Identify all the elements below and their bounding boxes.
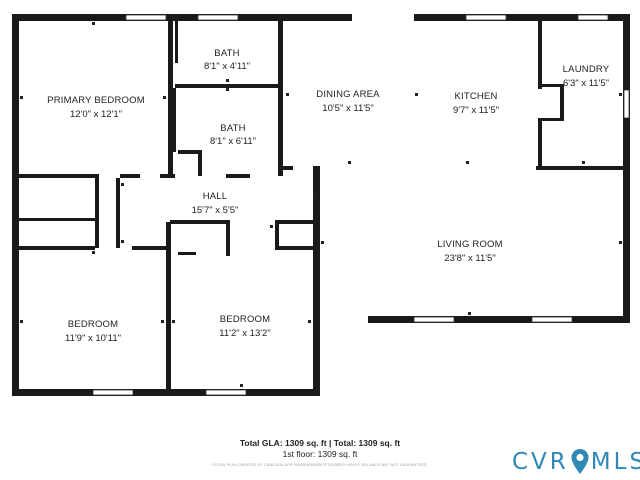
window [205,389,247,396]
window [92,389,134,396]
room-name: BEDROOM [68,319,119,330]
room-name: BATH [220,123,245,134]
room-dimensions: 12'0" x 12'1" [70,109,122,120]
map-pin-icon [571,449,589,474]
window [465,14,507,21]
room-name: PRIMARY BEDROOM [47,95,145,106]
floor-area-line: 1st floor: 1309 sq. ft [282,449,358,459]
window [413,316,455,323]
room-dimensions: 11'9" x 10'11" [65,333,121,344]
room-dimensions: 6'3" x 11'5" [563,78,609,89]
interior-walls [19,21,630,392]
logo-text-left: CVR [512,449,569,475]
window [577,14,609,21]
room-dimensions: 8'1" x 4'11" [204,61,250,72]
opening [352,14,414,21]
room-dimensions: 10'5" x 11'5" [322,103,373,114]
room-name: DINING AREA [316,89,380,100]
window [623,89,630,119]
total-area-line: Total GLA: 1309 sq. ft | Total: 1309 sq.… [239,438,401,448]
room-bath-1: BATH 8'1" x 4'11" [204,48,250,72]
windows [92,14,630,396]
cvrmls-logo: CVR MLS [512,448,640,476]
room-dimensions: 11'2" x 13'2" [219,328,270,339]
room-bedroom-1: BEDROOM 11'9" x 10'11" [65,319,121,344]
window [531,316,573,323]
opening [320,316,368,323]
window [197,14,239,21]
room-name: BATH [214,48,239,59]
room-name: HALL [203,191,228,202]
room-dimensions: 9'7" x 11'5" [453,105,499,116]
room-laundry: LAUNDRY 6'3" x 11'5" [563,64,610,89]
area-summary: Total GLA: 1309 sq. ft | Total: 1309 sq.… [0,438,640,459]
dimension-ticks [20,22,622,387]
room-dimensions: 23'8" x 11'5" [444,253,495,264]
room-living-room: LIVING ROOM 23'8" x 11'5" [437,239,503,264]
room-dimensions: 8'1" x 6'11" [210,136,256,147]
room-name: BEDROOM [220,314,271,325]
room-primary-bedroom: PRIMARY BEDROOM 12'0" x 12'1" [47,95,145,120]
room-name: LIVING ROOM [437,239,503,250]
room-bedroom-2: BEDROOM 11'2" x 13'2" [219,314,270,339]
disclaimer-text: FLOOR PLAN CREATED BY CUBICASA APP. MEAS… [212,463,428,467]
logo-text-right: MLS [590,449,640,475]
room-dining-area: DINING AREA 10'5" x 11'5" [316,89,380,114]
room-name: KITCHEN [454,91,497,102]
room-bath-2: BATH 8'1" x 6'11" [210,123,256,147]
room-name: LAUNDRY [563,64,610,75]
window [125,14,167,21]
room-hall: HALL 15'7" x 5'5" [192,191,239,216]
room-dimensions: 15'7" x 5'5" [192,205,239,216]
room-kitchen: KITCHEN 9'7" x 11'5" [453,91,499,116]
